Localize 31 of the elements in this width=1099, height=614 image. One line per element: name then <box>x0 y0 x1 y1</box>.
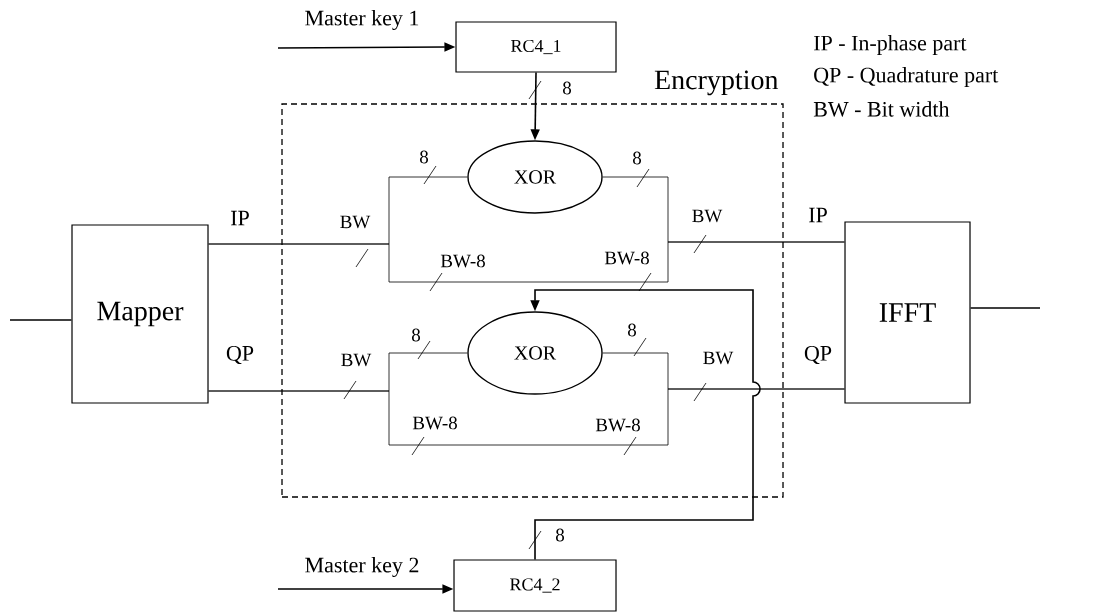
ifft-box: IFFT <box>844 221 971 404</box>
arrow <box>530 289 761 561</box>
legend-note: IP - In-phase part <box>814 35 967 55</box>
edge-label: Master key 1 <box>303 9 421 31</box>
bus-label: 8 <box>420 150 429 164</box>
bus-label: 8 <box>412 328 421 342</box>
connector-line <box>208 241 845 283</box>
edge-label: 8 <box>554 527 566 543</box>
legend-note: QP - Quadrature part <box>814 67 999 87</box>
edge-label: 8 <box>561 80 573 96</box>
bus-label: IP <box>231 210 249 226</box>
bus-label: BW-8 <box>595 418 640 432</box>
bus-label: BW-8 <box>440 254 485 268</box>
bus-label: IP <box>809 207 827 223</box>
bus-label: BW <box>341 353 372 367</box>
bus-label: 8 <box>633 151 642 165</box>
connector-line <box>208 388 845 446</box>
bus-label: BW-8 <box>412 416 457 430</box>
bus-label: BW <box>703 351 734 365</box>
bus-label: BW-8 <box>604 251 649 265</box>
node-label: Encryption <box>654 70 779 96</box>
edge-label: Master key 2 <box>303 556 421 578</box>
bus-label: 8 <box>628 323 637 337</box>
bus-label: BW <box>340 215 371 229</box>
bus-label: BW <box>692 209 723 223</box>
rc4-box: RC4_2 <box>453 559 617 612</box>
rc4-box: RC4_1 <box>455 21 617 73</box>
mapper-box: Mapper <box>71 224 209 404</box>
connector-line <box>9 319 73 321</box>
connector-line <box>969 307 1041 309</box>
legend-note: BW - Bit width <box>813 101 950 117</box>
